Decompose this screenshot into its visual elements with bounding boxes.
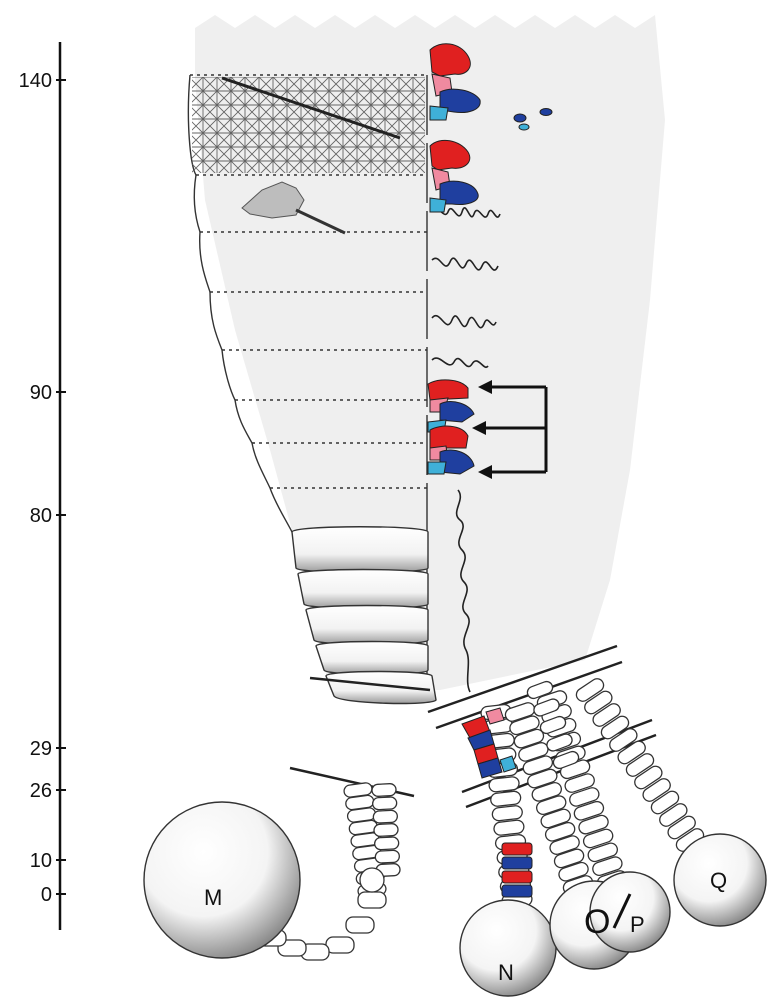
ball-label-p: P bbox=[630, 912, 645, 937]
ball-label-q: Q bbox=[710, 868, 727, 893]
hook-knob bbox=[360, 868, 384, 892]
hook-segment bbox=[326, 937, 354, 953]
ball-m bbox=[144, 802, 300, 958]
chain-segment bbox=[492, 805, 523, 821]
ball-label-o: O bbox=[584, 903, 610, 941]
hook-segment bbox=[346, 917, 374, 933]
crosshatch-block bbox=[192, 77, 425, 173]
scale-tick-label: 0 bbox=[41, 884, 52, 906]
ball-label-n: N bbox=[498, 960, 514, 985]
scale-tick-label: 10 bbox=[30, 850, 52, 872]
hook-segment bbox=[374, 823, 399, 836]
hook-segment bbox=[374, 837, 399, 850]
scale-tick-label: 80 bbox=[30, 505, 52, 527]
hook-segment bbox=[372, 783, 397, 796]
chain-segment bbox=[493, 820, 524, 836]
hook-segment bbox=[372, 797, 397, 810]
chain-segment bbox=[490, 791, 521, 807]
chain-segment bbox=[488, 776, 519, 792]
scale-tick-label: 29 bbox=[30, 738, 52, 760]
scale-tick-label: 140 bbox=[19, 70, 52, 92]
disc-stack bbox=[292, 527, 436, 704]
hook-segment bbox=[375, 850, 400, 863]
scale-tick-label: 90 bbox=[30, 382, 52, 404]
scale-tick-label: 26 bbox=[30, 780, 52, 802]
ball-label-m: M bbox=[204, 885, 222, 910]
hook-segment bbox=[358, 892, 386, 908]
hook-segment bbox=[373, 810, 398, 823]
